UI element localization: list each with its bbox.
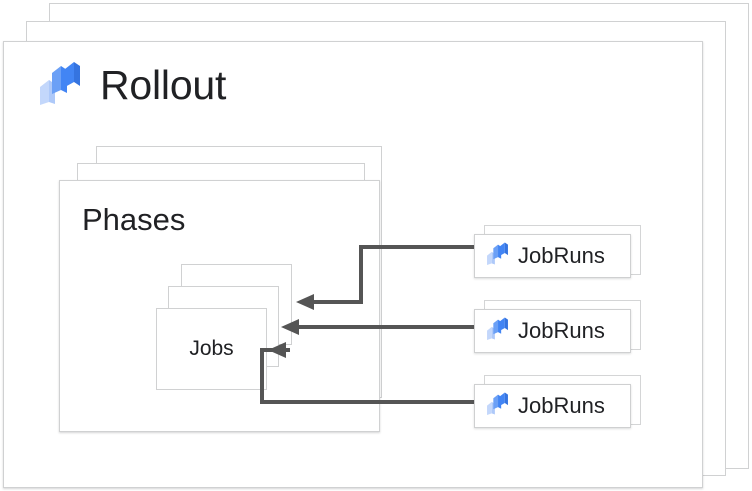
jobruns-box-1[interactable]: JobRuns: [474, 300, 646, 356]
rollout-header: Rollout: [38, 60, 226, 111]
jobs-label: Jobs: [189, 337, 234, 360]
phases-title: Phases: [82, 202, 186, 237]
jobs-card: [156, 308, 267, 390]
rollout-logo-icon: [38, 60, 82, 111]
rollout-logo-icon: [486, 241, 509, 271]
jobruns-box-2[interactable]: JobRuns: [474, 375, 646, 431]
rollout-title: Rollout: [100, 62, 227, 108]
jobruns-label-2: JobRuns: [518, 393, 605, 418]
rollout-logo-icon: [486, 391, 509, 421]
jobruns-box-0[interactable]: JobRuns: [474, 225, 646, 281]
jobruns-label-0: JobRuns: [518, 243, 605, 268]
rollout-logo-icon: [486, 316, 509, 346]
jobruns-front-card-0[interactable]: JobRuns: [474, 234, 631, 278]
jobruns-label-1: JobRuns: [518, 318, 605, 343]
jobruns-front-card-2[interactable]: JobRuns: [474, 384, 631, 428]
jobruns-front-card-1[interactable]: JobRuns: [474, 309, 631, 353]
